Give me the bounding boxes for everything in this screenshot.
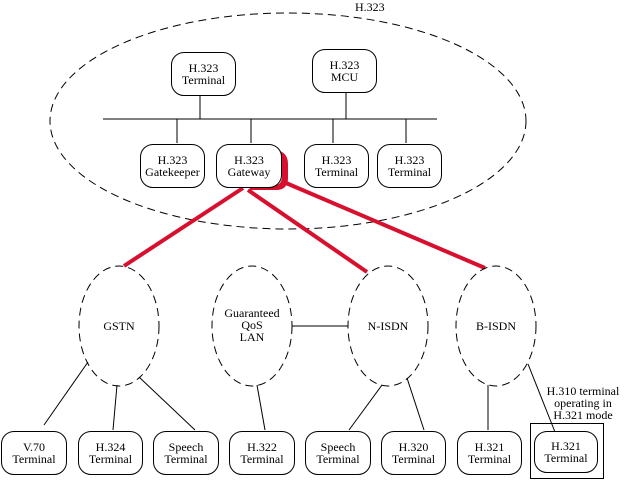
node-line: H.322	[247, 440, 277, 454]
gstn-label: GSTN	[79, 316, 159, 336]
annotation-line: H.321 mode	[553, 408, 613, 422]
network-line: N-ISDN	[367, 319, 409, 333]
gateway-link-nisdn	[246, 188, 369, 274]
node-line: H.321	[474, 440, 505, 454]
node-line: Terminal	[240, 452, 284, 466]
network-line: LAN	[239, 330, 265, 344]
node-line: Terminal	[164, 452, 208, 466]
gateway-link-gstn	[122, 186, 245, 268]
node-line: H.323	[234, 153, 264, 167]
h310-highlight-box	[530, 423, 604, 479]
network-line: QoS	[241, 318, 263, 332]
node-line: Speech	[320, 440, 356, 454]
link-speech-gstn	[138, 376, 196, 431]
link-h322	[256, 384, 266, 431]
node-line: H.320	[398, 440, 429, 454]
link-v70	[43, 361, 89, 426]
gstn-cloud	[78, 265, 160, 387]
node-line: Terminal	[181, 73, 226, 87]
node-line: Terminal	[12, 452, 56, 466]
node-line: Terminal	[544, 451, 588, 465]
node-line: H.323	[329, 58, 360, 72]
h323-zone-boundary	[49, 12, 527, 230]
bisdn-cloud	[455, 265, 537, 387]
network-line: Guaranteed	[224, 306, 280, 320]
node-line: Gateway	[227, 165, 271, 179]
node-line: Terminal	[391, 452, 436, 466]
node-line: H.323	[321, 153, 352, 167]
node-line: H.321	[551, 439, 581, 453]
network-line: B-ISDN	[475, 319, 516, 333]
node-line: V.70	[22, 440, 46, 454]
node-line: H.323	[157, 153, 188, 167]
bisdn-label: B-ISDN	[456, 316, 536, 336]
node-line: MCU	[330, 70, 359, 84]
node-line: Gatekeeper	[145, 165, 200, 179]
network-line: GSTN	[103, 319, 135, 333]
annotation-line: H.310 terminal	[546, 384, 620, 398]
link-h320	[406, 377, 425, 431]
node-line: H.324	[95, 440, 126, 454]
node-line: Terminal	[316, 452, 360, 466]
node-line: Terminal	[387, 165, 432, 179]
nisdn-label: N-ISDN	[348, 316, 428, 336]
node-line: Terminal	[467, 452, 512, 466]
zone-title: H.323	[355, 0, 385, 14]
link-h324	[112, 384, 118, 431]
node-line: H.323	[394, 153, 425, 167]
link-speech-nisdn	[348, 384, 383, 431]
node-line: Speech	[168, 440, 204, 454]
node-line: Terminal	[88, 452, 133, 466]
gateway-link-bisdn	[285, 181, 486, 270]
annotation-line: operating in	[554, 396, 612, 410]
link-h321-b	[527, 363, 556, 433]
node-line: Terminal	[314, 165, 359, 179]
node-line: H.323	[188, 61, 219, 75]
